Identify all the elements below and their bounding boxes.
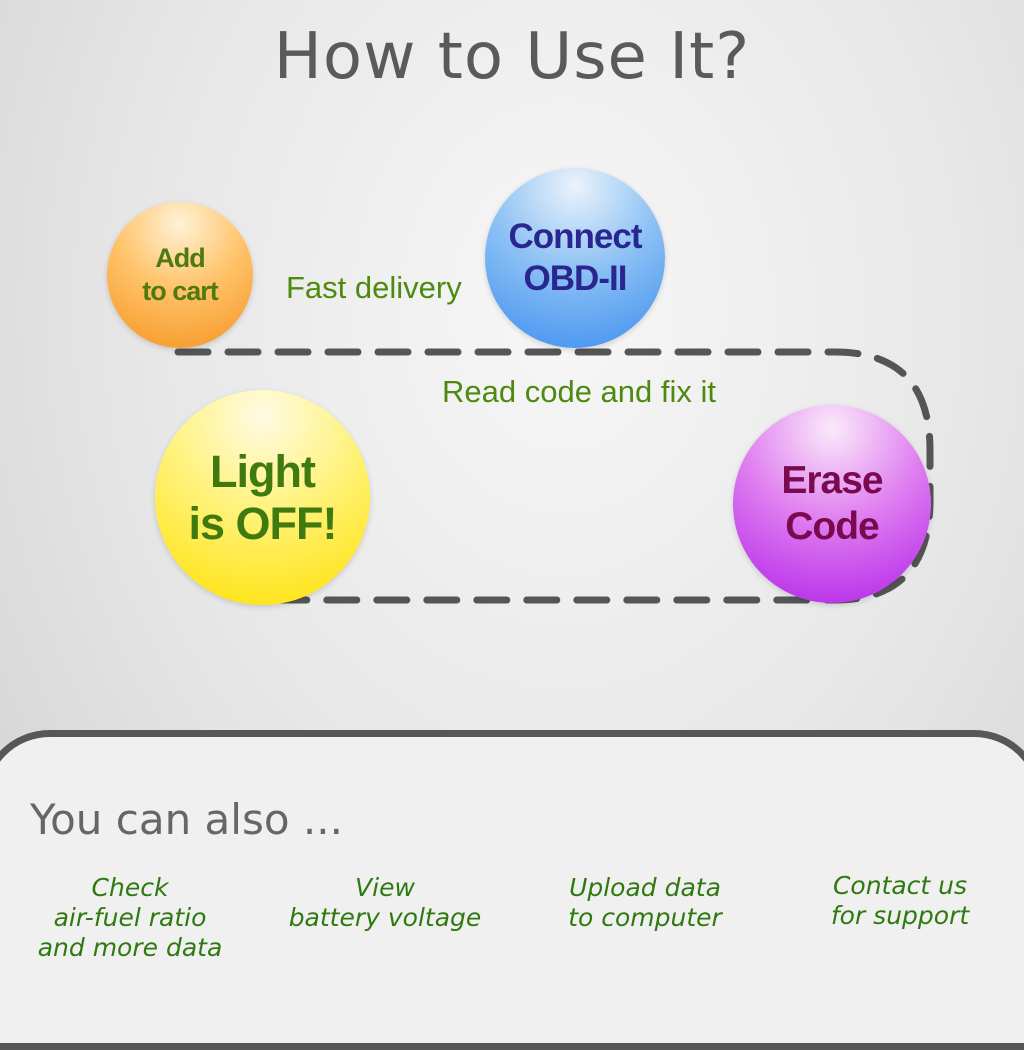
also-heading: You can also ... <box>30 795 343 844</box>
step-light-off-label: Light is OFF! <box>188 445 338 549</box>
step-connect-obd-label: Connect OBD-II <box>508 217 643 298</box>
feature-upload-data: Upload data to computer <box>568 873 722 932</box>
dashed-route-path <box>174 348 934 604</box>
step-add-to-cart: Add to cart <box>107 202 253 348</box>
feature-air-fuel: Check air-fuel ratio and more data <box>37 873 223 962</box>
read-code-label: Read code and fix it <box>442 374 717 409</box>
step-erase-code-label: Erase Code <box>781 459 883 548</box>
step-connect-obd: Connect OBD-II <box>485 168 665 348</box>
step-add-to-cart-label: Add to cart <box>142 243 219 306</box>
feature-contact-support: Contact us for support <box>830 871 970 930</box>
also-panel <box>0 730 1024 1050</box>
step-light-off: Light is OFF! <box>155 390 370 605</box>
page-title: How to Use It? <box>273 20 751 94</box>
fast-delivery-label: Fast delivery <box>286 270 462 305</box>
feature-battery-voltage: View battery voltage <box>288 873 482 932</box>
step-erase-code: Erase Code <box>733 405 931 603</box>
